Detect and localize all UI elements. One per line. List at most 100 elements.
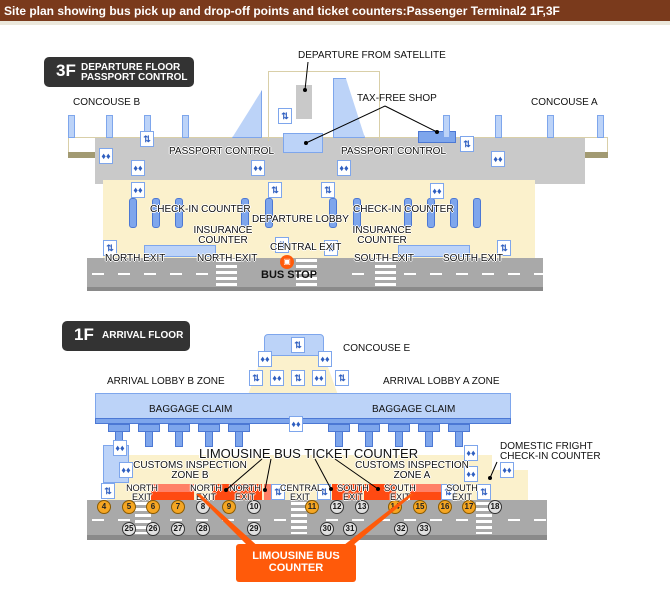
checkin-desk: [152, 198, 160, 228]
limousine-counter: [410, 492, 442, 500]
restroom-icon: ♦♦: [119, 462, 133, 478]
bus-stop-number: 30: [320, 522, 334, 536]
restroom-icon: ♦♦: [464, 466, 478, 482]
exit-dir: CENTRAL: [280, 483, 323, 493]
gate-post: [495, 115, 502, 138]
satellite-outline: [268, 71, 380, 141]
elevator-icon: ⇅: [321, 182, 335, 198]
lane-dash: [248, 519, 260, 521]
label-arrival-lobby-b: ARRIVAL LOBBY B ZONE: [107, 376, 225, 387]
bus-stop-number: 4: [97, 500, 111, 514]
checkin-desk: [175, 198, 183, 228]
lane-dash: [196, 519, 208, 521]
limousine-counter: [151, 492, 194, 500]
limousine-bus-counter-callout: LIMOUSINE BUS COUNTER: [236, 544, 356, 582]
gate-post: [182, 115, 189, 138]
freight-line2: CHECK-IN COUNTER: [500, 451, 601, 462]
label-passport-control-right: PASSPORT CONTROL: [341, 146, 447, 157]
restroom-icon: ♦♦: [464, 445, 478, 461]
elevator-icon: ⇅: [275, 237, 289, 253]
freight-line1: DOMESTIC FRIGHT: [500, 441, 593, 452]
bus-stop-number: 18: [488, 500, 502, 514]
label-concourse-b: CONCOUSE B: [73, 97, 141, 108]
lane-dash: [222, 519, 234, 521]
lane-dash: [508, 519, 520, 521]
label-concourse-e: CONCOUSE E: [343, 343, 411, 354]
restroom-icon: ♦♦: [99, 148, 113, 164]
gate-post: [443, 115, 450, 138]
exit-dir: NORTH: [126, 483, 158, 493]
label-arrival-lobby-a: ARRIVAL LOBBY A ZONE: [383, 376, 500, 387]
bus-stop-number: 33: [417, 522, 431, 536]
bus-stop-number: 16: [438, 500, 452, 514]
label-limousine-ticket-counter: LIMOUSINE BUS TICKET COUNTER: [199, 446, 419, 461]
label-checkin-counter-right: CHECK-IN COUNTER: [353, 204, 454, 215]
restroom-icon: ♦♦: [270, 370, 284, 386]
label-baggage-claim-right: BAGGAGE CLAIM: [372, 404, 456, 415]
floor-badge-1f: 1F ARRIVAL FLOOR: [62, 321, 190, 351]
restroom-icon: ♦♦: [131, 160, 145, 176]
insurance-line1: INSURANCE: [193, 225, 253, 236]
carousel-stem: [365, 431, 373, 447]
checkin-desk: [404, 198, 412, 228]
elevator-icon: ⇅: [291, 370, 305, 386]
restroom-icon: ♦♦: [113, 440, 127, 456]
bus-stop-number: 17: [462, 500, 476, 514]
lane-dash: [170, 273, 182, 275]
lane-dash: [456, 519, 468, 521]
title-underline: [0, 21, 670, 25]
lane-dash: [534, 519, 546, 521]
restroom-icon: ♦♦: [131, 182, 145, 198]
exit-word: EXIT: [389, 492, 410, 502]
bus-stop-number: 7: [171, 500, 185, 514]
bus-stop-icon: ▣: [280, 255, 294, 269]
bus-stop-number: 5: [122, 500, 136, 514]
exit-word: EXIT: [131, 492, 152, 502]
insurance-line2: COUNTER: [357, 235, 407, 246]
exit-dir: SOUTH: [384, 483, 416, 493]
label-bus-stop: BUS STOP: [261, 269, 318, 281]
elevator-icon: ⇅: [249, 370, 263, 386]
road-3f-curb: [87, 287, 543, 291]
label-tax-free-shop: TAX-FREE SHOP: [357, 93, 437, 104]
road-1f-curb: [87, 535, 547, 540]
elevator-icon: ⇅: [335, 370, 349, 386]
lane-dash: [92, 273, 104, 275]
carousel-stem: [235, 431, 243, 447]
label-central-exit: CENTRAL EXIT: [270, 242, 342, 253]
restroom-icon: ♦♦: [500, 462, 514, 478]
elevator-icon: ⇅: [324, 240, 338, 256]
elevator-icon: ⇅: [103, 240, 117, 256]
carousel-stem: [205, 431, 213, 447]
label-departure-from-satellite: DEPARTURE FROM SATELLITE: [298, 50, 446, 61]
exit-dir: SOUTH: [446, 483, 478, 493]
checkin-desk: [265, 198, 273, 228]
gate-wing-left: [232, 90, 262, 138]
elevator-icon: ⇅: [460, 136, 474, 152]
lane-dash: [378, 519, 390, 521]
carousel-stem: [425, 431, 433, 447]
elevator-icon: ⇅: [278, 108, 292, 124]
lane-dash: [482, 273, 494, 275]
carousel-stem: [145, 431, 153, 447]
exit-vestibule: [398, 245, 470, 257]
label-south-exit-2: SOUTH EXIT: [443, 253, 504, 264]
exit-vestibule: [144, 245, 216, 257]
checkin-desk: [353, 198, 361, 228]
crosswalk: [216, 259, 237, 289]
tax-free-shop-center: [283, 133, 323, 153]
page-title: Site plan showing bus pick up and drop-o…: [0, 0, 670, 21]
lane-dash: [508, 273, 520, 275]
lane-dash: [404, 273, 416, 275]
bus-stop-number: 8: [196, 500, 210, 514]
lane-dash: [170, 519, 182, 521]
carousel-stem: [455, 431, 463, 447]
lane-dash: [456, 273, 468, 275]
